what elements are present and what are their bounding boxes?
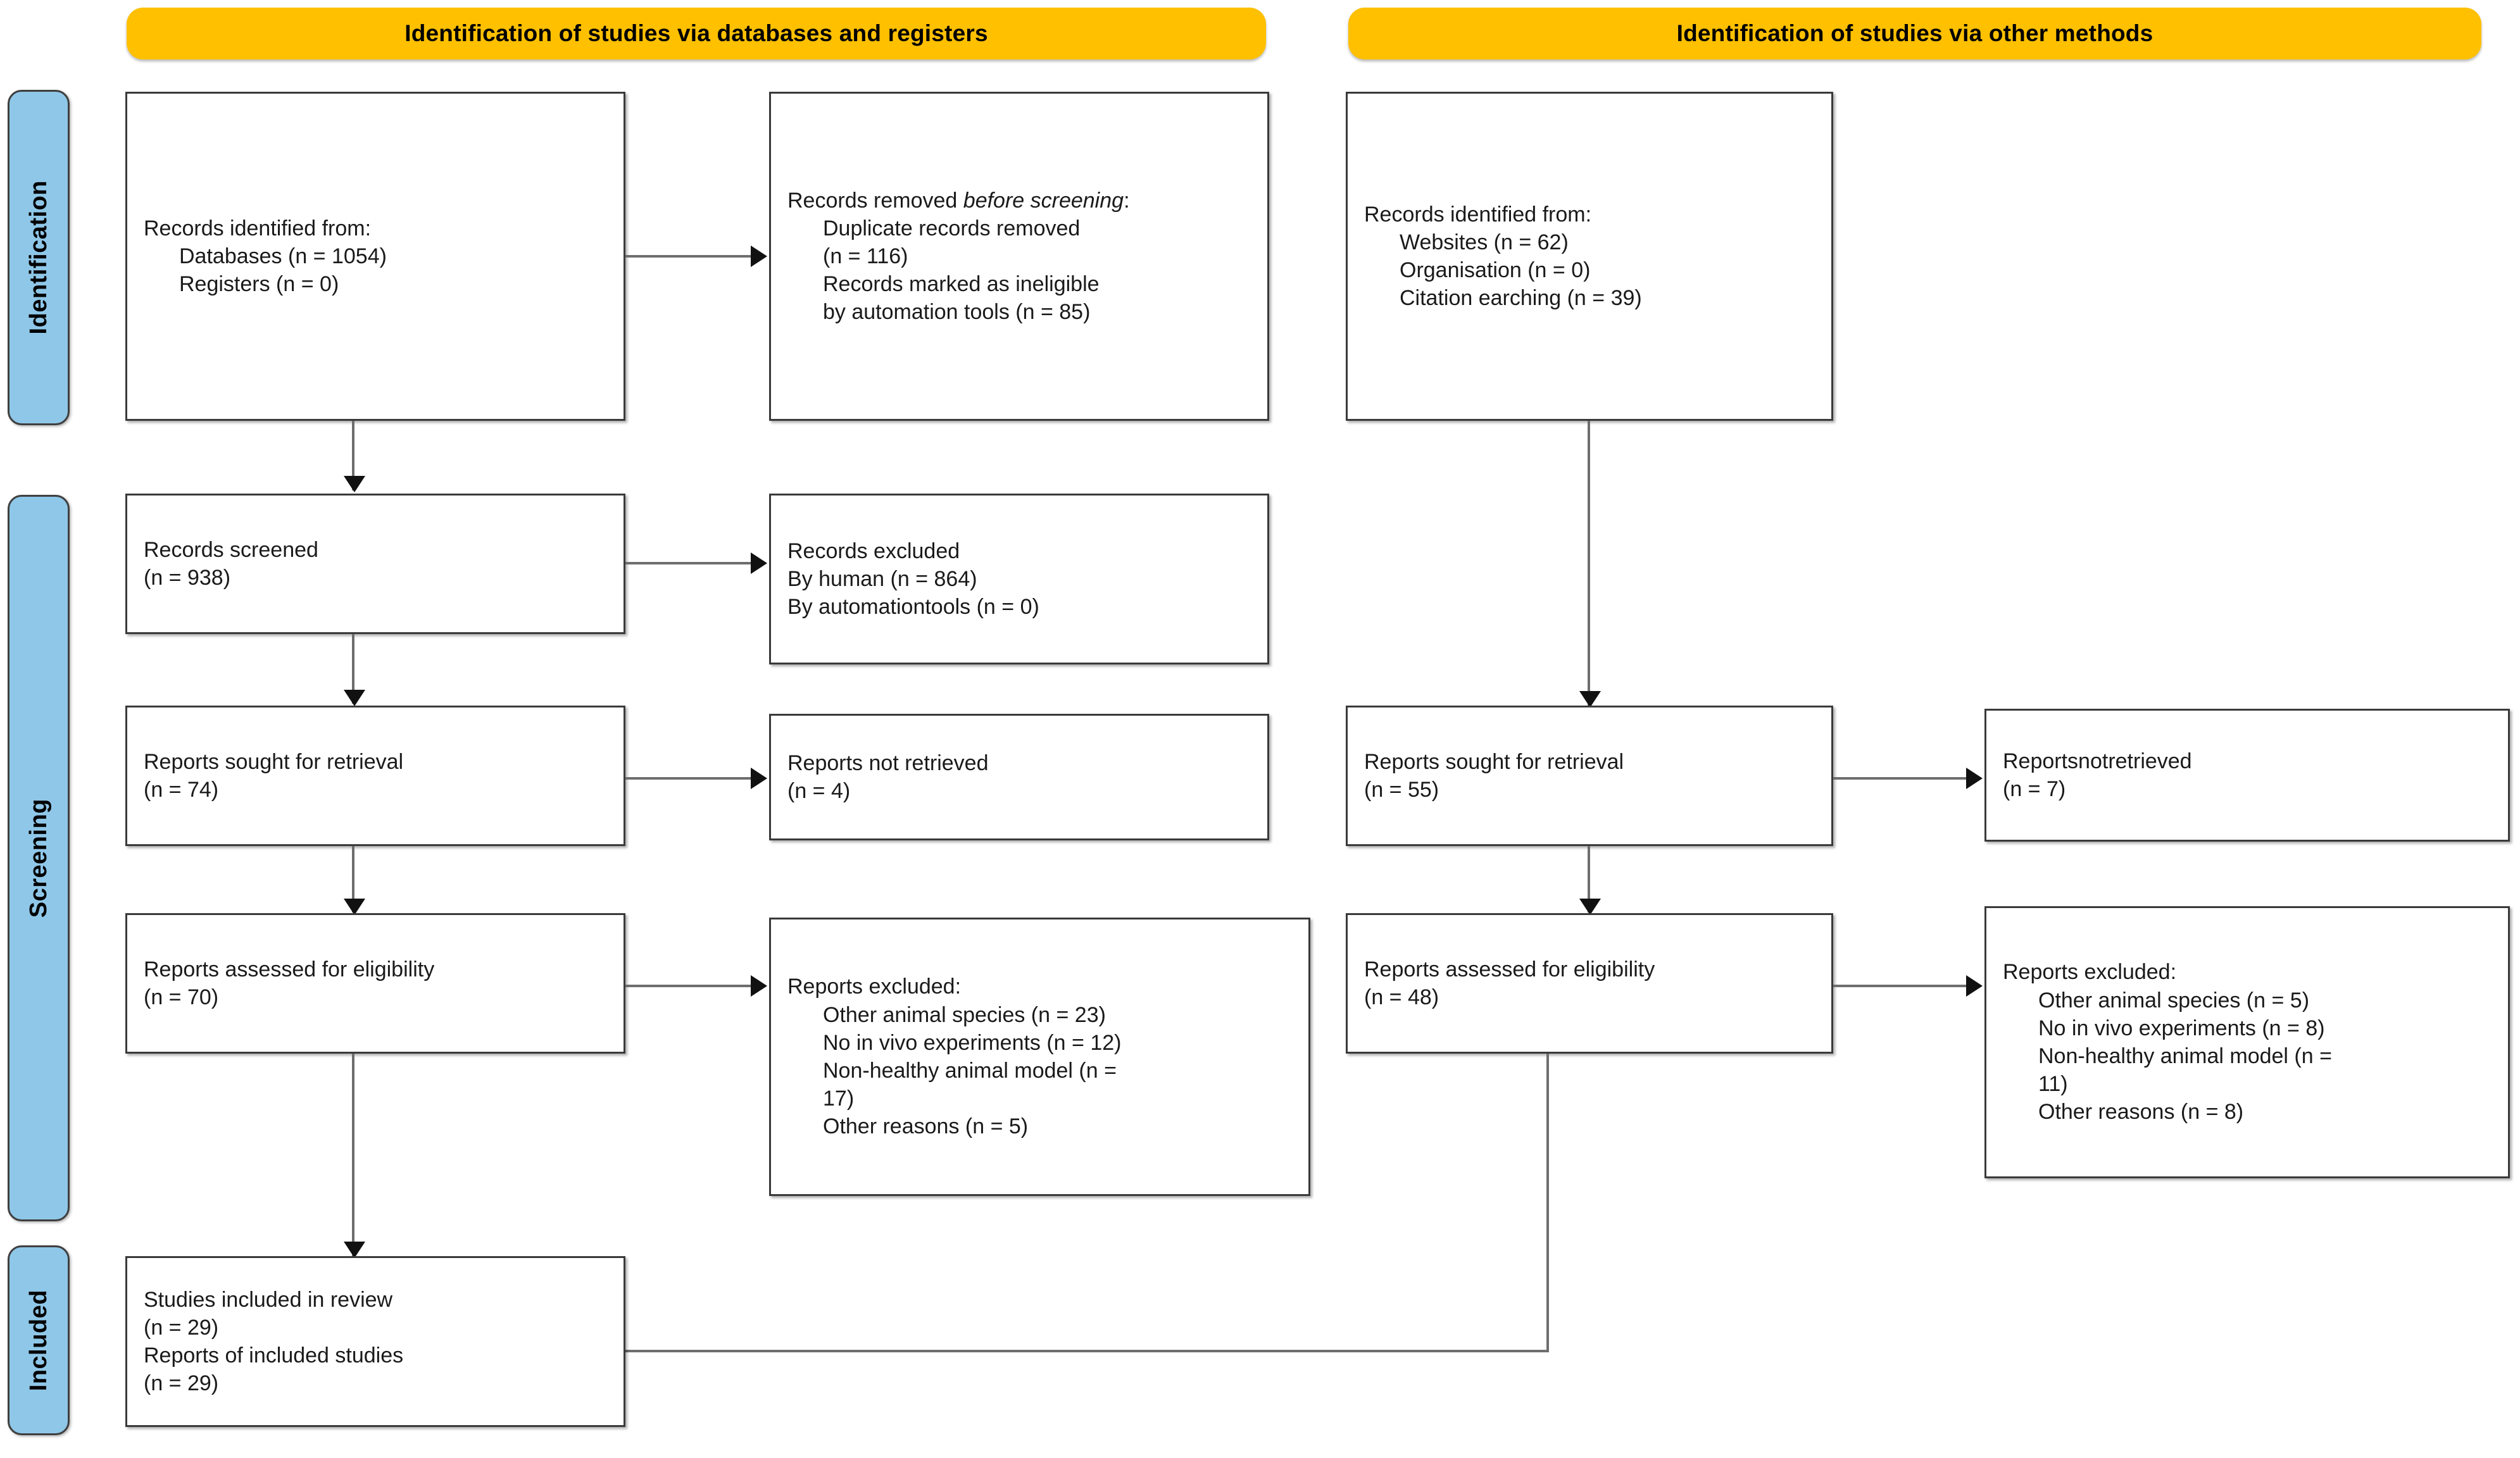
line-reports-not-retrieved-left-count: (n = 4): [787, 779, 851, 803]
connector-identified-to-screened: [352, 421, 354, 490]
line-reports-sought-right-count: (n = 55): [1364, 778, 1439, 802]
banner-other-methods: Identification of studies via other meth…: [1348, 8, 2481, 59]
line-excluded-right-no-in-vivo: No in vivo experiments (n = 8): [2038, 1016, 2325, 1040]
line-reports-excluded-left-heading: Reports excluded:: [787, 975, 962, 999]
line-studies-included-count: (n = 29): [144, 1315, 219, 1340]
line-records-screened-count: (n = 938): [144, 566, 231, 590]
line-records-identified-from: Records identified from:: [144, 216, 372, 240]
line-excluded-left-no-in-vivo: No in vivo experiments (n = 12): [823, 1030, 1122, 1055]
box-records-identified-other-methods: Records identified from: Websites (n = 6…: [1346, 92, 1833, 421]
line-reports-sought-left: Reports sought for retrieval: [144, 749, 404, 774]
line-excluded-right-non-healthy-count: 11): [2038, 1072, 2068, 1097]
line-records-removed-emphasis: before screening: [963, 188, 1124, 213]
rail-included-label: Included: [25, 1289, 52, 1392]
connector-screened-to-excluded: [625, 562, 752, 564]
banner-other-methods-label: Identification of studies via other meth…: [1676, 20, 2153, 46]
connector-assessed-right-to-included: [619, 1350, 1549, 1352]
line-websites-count: Websites (n = 62): [1400, 230, 1569, 254]
line-records-marked-ineligible: Records marked as ineligible: [823, 272, 1100, 297]
connector-other-identified-to-sought: [1588, 421, 1590, 706]
box-studies-included: Studies included in review (n = 29) Repo…: [125, 1256, 625, 1427]
line-other-identified-from: Records identified from:: [1364, 202, 1592, 227]
arrowhead-identified-to-removed: [751, 246, 767, 267]
line-records-removed-heading: Records removed before screening:: [787, 187, 1251, 215]
line-excluded-left-non-healthy-count: 17): [823, 1087, 855, 1111]
box-records-screened: Records screened (n = 938): [125, 494, 625, 634]
arrowhead-other-identified-to-sought: [1579, 691, 1601, 707]
line-records-screened: Records screened: [144, 537, 318, 562]
line-reports-not-retrieved-right: Reportsnotretrieved: [2003, 749, 2192, 773]
line-reports-sought-left-count: (n = 74): [144, 778, 219, 802]
line-records-removed-colon: :: [1124, 188, 1130, 213]
box-reports-assessed-left: Reports assessed for eligibility (n = 70…: [125, 913, 625, 1054]
box-reports-assessed-right: Reports assessed for eligibility (n = 48…: [1346, 913, 1833, 1054]
line-excluded-left-other-reasons: Other reasons (n = 5): [823, 1114, 1029, 1139]
box-records-excluded: Records excluded By human (n = 864) By a…: [769, 494, 1269, 664]
rail-included: Included: [8, 1245, 70, 1435]
arrowhead-identified-to-screened: [344, 476, 365, 492]
box-reports-sought-left: Reports sought for retrieval (n = 74): [125, 706, 625, 846]
line-automation-tools-count: by automation tools (n = 85): [823, 300, 1091, 325]
line-records-removed-prefix: Records removed: [787, 188, 963, 213]
line-reports-assessed-right: Reports assessed for eligibility: [1364, 957, 1655, 981]
connector-sought-right-to-not-retrieved: [1833, 777, 1967, 780]
connector-assessed-right-down: [1546, 1054, 1549, 1352]
rail-screening-label: Screening: [25, 798, 52, 918]
line-excluded-left-other-species: Other animal species (n = 23): [823, 1002, 1106, 1027]
box-reports-excluded-left: Reports excluded: Other animal species (…: [769, 918, 1310, 1196]
connector-sought-right-to-assessed: [1588, 846, 1590, 913]
connector-assessed-left-to-excluded: [625, 985, 752, 987]
arrowhead-assessed-left-to-excluded: [751, 975, 767, 997]
rail-screening: Screening: [8, 495, 70, 1221]
line-excluded-right-non-healthy: Non-healthy animal model (n =: [2038, 1044, 2332, 1068]
line-reports-of-included: Reports of included studies: [144, 1343, 404, 1368]
line-reports-excluded-right-heading: Reports excluded:: [2003, 960, 2177, 985]
connector-assessed-right-to-excluded: [1833, 985, 1967, 987]
line-records-excluded-automation: By automationtools (n = 0): [787, 595, 1039, 620]
connector-screened-to-sought: [352, 634, 354, 704]
line-duplicate-records-removed: Duplicate records removed: [823, 216, 1081, 240]
rail-identification: Identification: [8, 90, 70, 425]
connector-assessed-left-to-included: [352, 1054, 354, 1256]
line-citation-searching-count: Citation earching (n = 39): [1400, 286, 1642, 311]
line-studies-included: Studies included in review: [144, 1287, 393, 1312]
arrowhead-assessed-right-to-excluded: [1966, 975, 1983, 997]
line-reports-sought-right: Reports sought for retrieval: [1364, 749, 1624, 774]
line-organisation-count: Organisation (n = 0): [1400, 258, 1591, 282]
banner-databases-registers: Identification of studies via databases …: [127, 8, 1266, 59]
arrowhead-screened-to-sought: [344, 690, 365, 706]
arrowhead-sought-right-to-assessed: [1579, 899, 1601, 915]
line-reports-assessed-left-count: (n = 70): [144, 985, 219, 1009]
line-reports-assessed-right-count: (n = 48): [1364, 985, 1439, 1009]
arrowhead-sought-left-to-not-retrieved: [751, 768, 767, 789]
box-reports-not-retrieved-left: Reports not retrieved (n = 4): [769, 714, 1269, 840]
line-reports-of-included-count: (n = 29): [144, 1371, 219, 1396]
arrowhead-sought-left-to-assessed: [344, 899, 365, 915]
line-excluded-left-non-healthy: Non-healthy animal model (n =: [823, 1059, 1117, 1083]
line-registers-count: Registers (n = 0): [179, 272, 339, 297]
box-records-removed-before-screening: Records removed before screening: Duplic…: [769, 92, 1269, 421]
line-reports-not-retrieved-left: Reports not retrieved: [787, 751, 989, 775]
connector-sought-left-to-assessed: [352, 846, 354, 913]
banner-databases-registers-label: Identification of studies via databases …: [404, 20, 988, 46]
line-excluded-right-other-species: Other animal species (n = 5): [2038, 988, 2310, 1012]
line-duplicate-records-count: (n = 116): [823, 244, 908, 268]
connector-identified-to-removed: [625, 255, 752, 258]
line-reports-assessed-left: Reports assessed for eligibility: [144, 957, 435, 981]
line-excluded-right-other-reasons: Other reasons (n = 8): [2038, 1100, 2244, 1125]
rail-identification-label: Identification: [25, 180, 52, 335]
arrowhead-sought-right-to-not-retrieved: [1966, 768, 1983, 789]
line-databases-count: Databases (n = 1054): [179, 244, 387, 268]
arrowhead-screened-to-excluded: [751, 552, 767, 574]
connector-sought-left-to-not-retrieved: [625, 777, 752, 780]
box-reports-excluded-right: Reports excluded: Other animal species (…: [1984, 906, 2510, 1178]
box-reports-not-retrieved-right: Reportsnotretrieved (n = 7): [1984, 709, 2510, 842]
line-reports-not-retrieved-right-count: (n = 7): [2003, 777, 2066, 801]
line-records-excluded: Records excluded: [787, 539, 960, 563]
box-reports-sought-right: Reports sought for retrieval (n = 55): [1346, 706, 1833, 846]
box-records-identified-databases: Records identified from: Databases (n = …: [125, 92, 625, 421]
arrowhead-assessed-left-to-included: [344, 1242, 365, 1258]
line-records-excluded-human: By human (n = 864): [787, 566, 977, 591]
